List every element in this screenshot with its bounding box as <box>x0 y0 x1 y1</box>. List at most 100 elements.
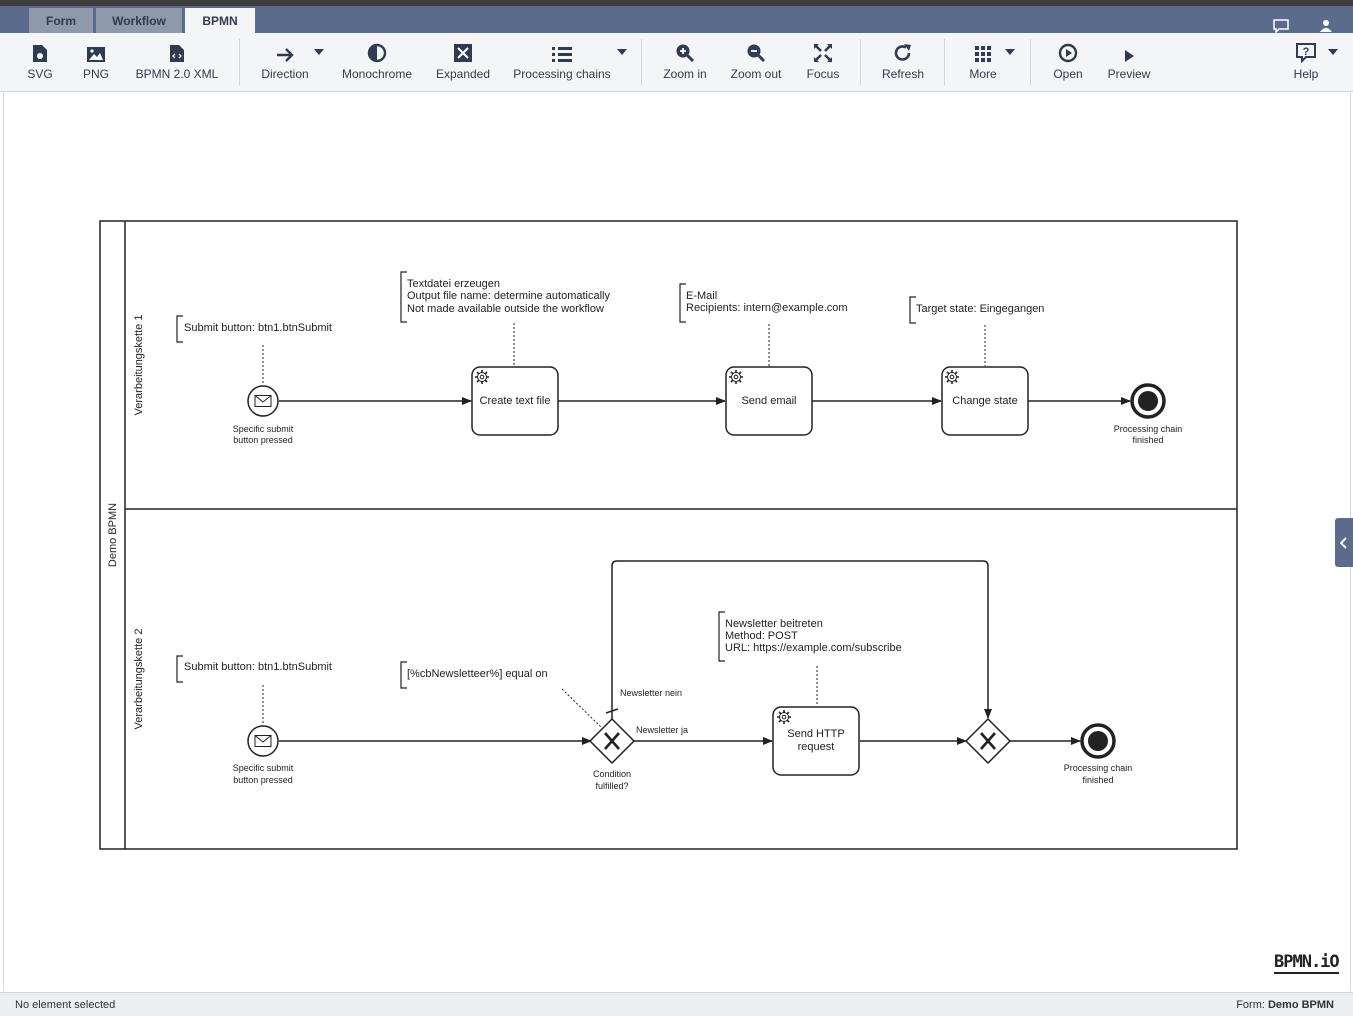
zoom-out-label: Zoom out <box>730 67 782 81</box>
annotation-line: Recipients: intern@example.com <box>686 302 848 314</box>
play-circle-icon <box>1058 43 1078 63</box>
annotation-line: Newsletter beitreten <box>725 618 823 630</box>
file-code-icon <box>170 45 184 62</box>
help-icon: ? <box>1296 43 1316 63</box>
start-event-2[interactable] <box>247 725 279 757</box>
expand-icon <box>454 44 472 62</box>
more-dropdown-icon[interactable] <box>1005 49 1015 55</box>
gateway-condition[interactable] <box>588 717 636 765</box>
tab-bpmn[interactable]: BPMN <box>185 8 255 33</box>
preview-button[interactable]: Preview <box>1104 33 1154 91</box>
lane-1-label: Verarbeitungskette 1 <box>133 315 145 416</box>
refresh-button[interactable]: Refresh <box>876 33 930 91</box>
annotation-task-1[interactable]: Textdatei erzeugen Output file name: det… <box>407 278 610 315</box>
zoom-in-button[interactable]: Zoom in <box>658 33 712 91</box>
chat-icon[interactable] <box>1273 19 1289 33</box>
task-send-email[interactable]: Send email <box>725 366 813 436</box>
processing-chains-button[interactable]: Processing chains <box>509 33 615 91</box>
monochrome-button[interactable]: Monochrome <box>338 33 416 91</box>
bpmn-canvas[interactable]: Demo BPMN Verarbeitungskette 1 Verarbeit… <box>3 93 1351 991</box>
tab-form[interactable]: Form <box>29 8 93 33</box>
open-button[interactable]: Open <box>1048 33 1088 91</box>
open-label: Open <box>1053 67 1083 81</box>
focus-label: Focus <box>806 67 840 81</box>
png-label: PNG <box>82 67 109 81</box>
annotation-http-task[interactable]: Newsletter beitreten Method: POST URL: h… <box>725 618 902 654</box>
form-status-value: Demo BPMN <box>1267 999 1334 1011</box>
refresh-icon <box>894 44 911 61</box>
help-label: Help <box>1293 67 1319 81</box>
annotation-start-2[interactable]: Submit button: btn1.btnSubmit <box>184 661 332 673</box>
task-send-http-request[interactable]: Send HTTP request <box>772 706 860 776</box>
end-event-2-label: finished <box>1082 775 1113 785</box>
flow-label-yes[interactable]: Newsletter ja <box>636 725 688 735</box>
annotation-line: Not made available outside the workflow <box>407 303 604 315</box>
end-event-1-label: finished <box>1132 435 1163 445</box>
preview-label: Preview <box>1107 67 1151 81</box>
refresh-label: Refresh <box>881 67 925 81</box>
monochrome-label: Monochrome <box>341 67 413 81</box>
zoom-out-icon <box>747 44 766 63</box>
help-dropdown-icon[interactable] <box>1328 49 1338 55</box>
task-change-state[interactable]: Change state <box>941 366 1029 436</box>
tab-bar: Form Workflow BPMN <box>0 6 1353 33</box>
direction-label: Direction <box>261 67 309 81</box>
gateway-label: fulfilled? <box>595 781 628 791</box>
direction-dropdown-icon[interactable] <box>314 49 324 55</box>
focus-icon <box>814 44 832 62</box>
end-event-1[interactable] <box>1130 383 1166 419</box>
xml-label: BPMN 2.0 XML <box>135 67 219 81</box>
annotation-task-2[interactable]: E-Mail Recipients: intern@example.com <box>686 290 848 314</box>
start-event-1[interactable] <box>247 385 279 417</box>
focus-button[interactable]: Focus <box>802 33 844 91</box>
expanded-label: Expanded <box>435 67 491 81</box>
start-event-1-label: button pressed <box>233 435 293 445</box>
task-label: Send HTTP <box>787 728 844 740</box>
export-png-button[interactable]: PNG <box>80 33 112 91</box>
pool[interactable] <box>99 220 1238 850</box>
pool-label: Demo BPMN <box>107 503 119 567</box>
form-status: Form: Demo BPMN <box>1236 999 1334 1011</box>
task-label: request <box>798 741 835 753</box>
play-icon <box>1125 50 1134 62</box>
flow-label-no[interactable]: Newsletter nein <box>620 688 682 698</box>
contrast-icon <box>367 43 387 63</box>
expanded-button[interactable]: Expanded <box>434 33 492 91</box>
end-event-1-label: Processing chain <box>1114 424 1183 434</box>
toolbar-separator <box>1030 39 1031 85</box>
direction-button[interactable]: Direction <box>256 33 314 91</box>
processing-chains-label: Processing chains <box>513 67 611 81</box>
processing-chains-dropdown-icon[interactable] <box>617 49 627 55</box>
arrow-right-icon <box>277 48 294 62</box>
start-event-2-label: button pressed <box>233 775 293 785</box>
gateway-label: Condition <box>593 769 631 779</box>
side-panel-toggle[interactable] <box>1335 518 1353 567</box>
bpmn-io-logo[interactable]: BPMN.iO <box>1274 952 1340 974</box>
annotation-line: E-Mail <box>686 290 717 302</box>
export-xml-button[interactable]: BPMN 2.0 XML <box>134 33 220 91</box>
annotation-line: Method: POST <box>725 630 798 642</box>
tab-workflow[interactable]: Workflow <box>96 8 182 33</box>
selection-status: No element selected <box>15 999 116 1011</box>
task-create-text-file[interactable]: Create text file <box>471 366 559 436</box>
user-icon[interactable] <box>1318 19 1334 33</box>
help-button[interactable]: ? Help <box>1288 33 1324 91</box>
more-label: More <box>969 67 997 81</box>
zoom-out-button[interactable]: Zoom out <box>726 33 786 91</box>
annotation-task-3[interactable]: Target state: Eingegangen <box>916 303 1044 315</box>
annotation-line: Output file name: determine automaticall… <box>407 290 610 302</box>
image-icon <box>87 47 105 62</box>
form-status-label: Form: <box>1236 999 1265 1011</box>
annotation-start-1[interactable]: Submit button: btn1.btnSubmit <box>184 322 332 334</box>
task-label: Change state <box>952 395 1017 407</box>
toolbar: SVG PNG BPMN 2.0 XML Direction Monochrom… <box>0 33 1353 92</box>
toolbar-separator <box>641 39 642 85</box>
more-button[interactable]: More <box>962 33 1004 91</box>
annotation-gateway[interactable]: [%cbNewsletteer%] equal on <box>407 668 548 680</box>
end-event-2[interactable] <box>1080 723 1116 759</box>
bpmn-diagram[interactable]: Demo BPMN Verarbeitungskette 1 Verarbeit… <box>4 93 1352 991</box>
export-svg-button[interactable]: SVG <box>24 33 56 91</box>
gateway-merge[interactable] <box>964 717 1012 765</box>
svg-label: SVG <box>27 67 53 81</box>
end-event-2-label: Processing chain <box>1064 763 1133 773</box>
